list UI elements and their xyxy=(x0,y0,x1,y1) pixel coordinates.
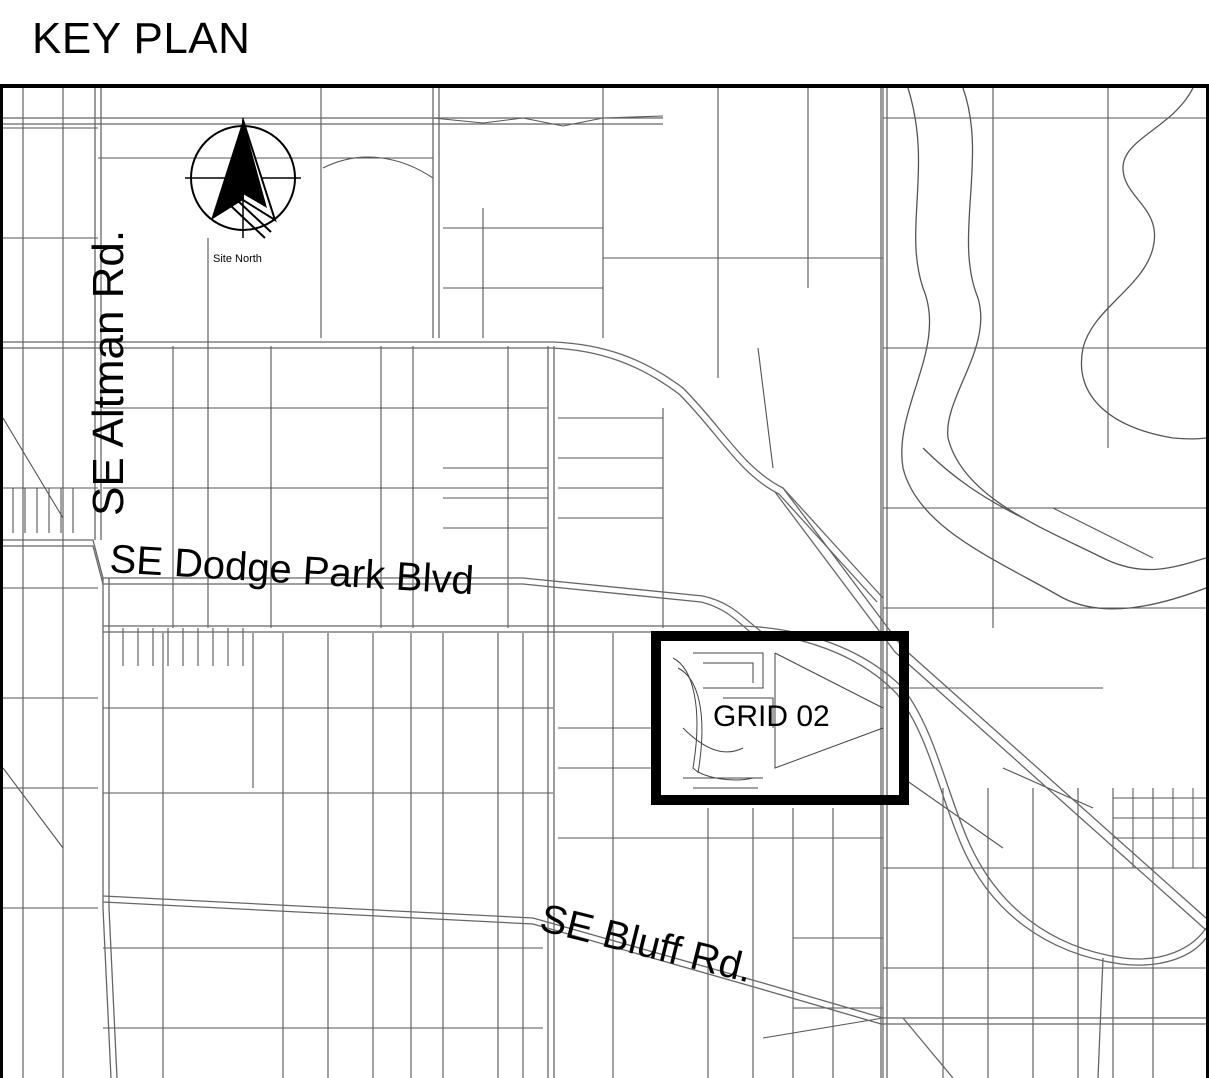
north-arrow-label: Site North xyxy=(213,253,262,265)
river xyxy=(901,88,1206,610)
key-plan-map: GRID 02 Site North SE Altman Rd. SE Dodg… xyxy=(3,88,1206,1078)
dodge-park-road-label: SE Dodge Park Blvd xyxy=(108,537,475,603)
page-title: KEY PLAN xyxy=(32,14,251,63)
site-detail xyxy=(672,652,884,789)
north-arrow-icon xyxy=(185,118,301,239)
street-grid xyxy=(1113,788,1206,868)
parcel-lines xyxy=(3,88,1206,1078)
bluff-road-label: SE Bluff Rd. xyxy=(536,896,757,991)
grid-box[interactable] xyxy=(651,631,909,805)
grid-box-label: GRID 02 xyxy=(713,700,830,733)
title-bar: KEY PLAN xyxy=(0,0,1209,88)
altman-road-label: SE Altman Rd. xyxy=(84,230,133,516)
